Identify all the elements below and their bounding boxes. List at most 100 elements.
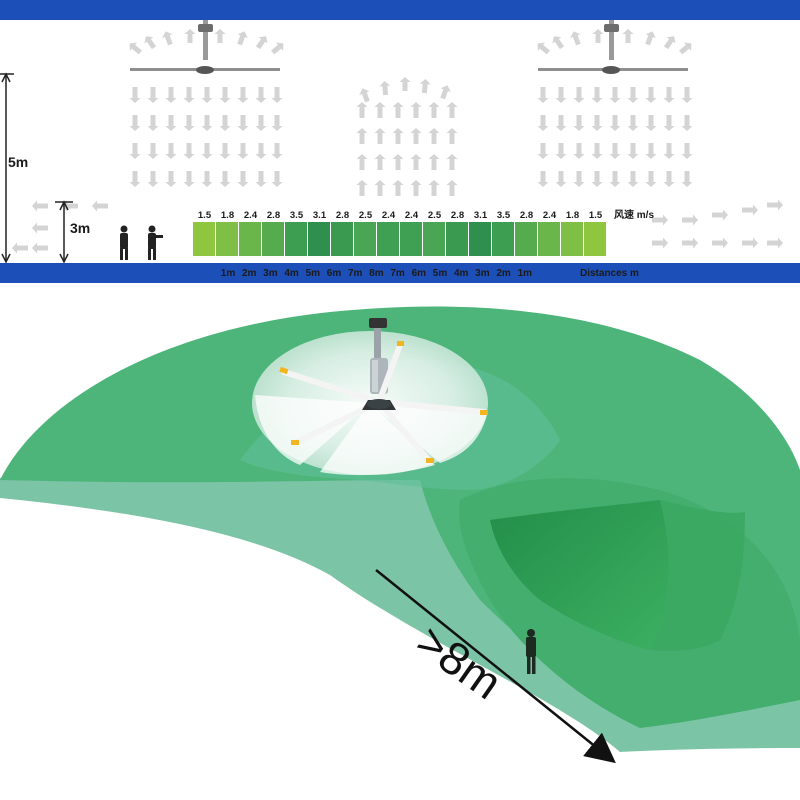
speed-cell <box>492 222 514 256</box>
speed-cell <box>377 222 399 256</box>
airflow-arrow <box>165 143 177 159</box>
airflow-arrow <box>681 115 693 131</box>
speed-value-label: 2.8 <box>451 210 464 221</box>
airflow-arrow <box>255 171 267 187</box>
airflow-arrow <box>682 214 698 226</box>
speed-cell <box>469 222 491 256</box>
airflow-arrow <box>663 143 675 159</box>
airflow-arrow <box>374 180 386 196</box>
airflow-arrow <box>652 214 668 226</box>
distance-value-label: 4m <box>454 268 469 279</box>
high-airflow-zone-outer <box>650 500 745 651</box>
airflow-arrow <box>591 87 603 103</box>
speed-cell <box>239 222 261 256</box>
airflow-arrow <box>627 171 639 187</box>
fan-shadow-sectors <box>255 395 487 476</box>
airflow-arrow <box>147 143 159 159</box>
airflow-arrow <box>356 180 368 196</box>
speed-value-label: 3.1 <box>474 210 488 221</box>
person-silhouette-standing <box>120 225 128 260</box>
airflow-arrow <box>237 115 249 131</box>
airflow-arrow <box>271 171 283 187</box>
height-3m-label: 3m <box>70 220 90 236</box>
airflow-arrow <box>410 102 422 118</box>
height-5m-label: 5m <box>8 154 28 170</box>
airflow-arrow <box>537 87 549 103</box>
airflow-arrow <box>392 154 404 170</box>
airflow-arrow <box>359 88 370 103</box>
speed-cell <box>515 222 537 256</box>
airflow-arrow <box>374 128 386 144</box>
airflow-arrow <box>237 171 249 187</box>
speed-value-label: 1.5 <box>198 210 212 221</box>
airflow-arrow <box>645 31 656 46</box>
airflow-arrow <box>165 171 177 187</box>
airflow-arrow <box>399 77 411 91</box>
airflow-arrow <box>428 154 440 170</box>
airflow-arrow <box>428 128 440 144</box>
airflow-arrow <box>183 143 195 159</box>
speed-value-label: 2.4 <box>382 210 396 221</box>
airflow-arrow <box>767 237 783 249</box>
airflow-arrow <box>183 115 195 131</box>
airflow-arrow <box>255 115 267 131</box>
airflow-arrow <box>32 242 48 254</box>
height-5m-marker: 5m <box>0 72 28 264</box>
speed-value-label: 2.4 <box>543 210 557 221</box>
airflow-arrow <box>537 42 550 55</box>
airflow-arrow <box>147 171 159 187</box>
airflow-arrow <box>440 85 451 100</box>
airflow-arrow <box>592 29 604 43</box>
airflow-arrow <box>742 237 758 249</box>
airflow-arrow <box>663 171 675 187</box>
distance-value-label: 3m <box>475 268 490 279</box>
airflow-arrow <box>129 42 142 55</box>
airflow-arrow <box>201 115 213 131</box>
airflow-arrow <box>374 154 386 170</box>
airflow-arrow <box>410 180 422 196</box>
airflow-arrow <box>184 29 196 43</box>
speed-cell <box>216 222 238 256</box>
airflow-arrow <box>356 102 368 118</box>
distance-value-label: 2m <box>496 268 511 279</box>
person-silhouette-far <box>526 629 536 674</box>
airflow-arrow <box>652 237 668 249</box>
airflow-arrow <box>663 36 676 50</box>
airflow-arrow <box>767 199 783 211</box>
airflow-arrow <box>573 87 585 103</box>
speed-value-label: 3.1 <box>313 210 327 221</box>
airflow-arrow <box>219 143 231 159</box>
speed-value-label: 1.5 <box>589 210 603 221</box>
distance-value-label: 7m <box>348 268 363 279</box>
airflow-arrow <box>555 171 567 187</box>
ceiling-fan-left <box>130 20 280 74</box>
airflow-arrow <box>237 143 249 159</box>
airflow-arrow <box>609 143 621 159</box>
airflow-arrow <box>682 237 698 249</box>
airflow-arrow <box>537 171 549 187</box>
airflow-arrow <box>144 36 157 50</box>
speed-cell <box>400 222 422 256</box>
airflow-arrow <box>570 31 581 46</box>
person-silhouette-pointing <box>148 225 163 260</box>
ceiling-bar <box>0 0 800 20</box>
speed-cell <box>354 222 376 256</box>
airflow-arrow <box>573 115 585 131</box>
airflow-arrow <box>419 79 431 94</box>
distance-value-label: 1m <box>518 268 533 279</box>
speed-cell <box>285 222 307 256</box>
airflow-arrow <box>379 81 391 96</box>
airflow-arrow <box>627 143 639 159</box>
airflow-arrow <box>129 143 141 159</box>
airflow-arrow <box>392 102 404 118</box>
airflow-arrow <box>201 171 213 187</box>
airflow-arrow <box>219 171 231 187</box>
airflow-arrow <box>555 87 567 103</box>
airflow-arrow <box>573 143 585 159</box>
airflow-arrow <box>255 143 267 159</box>
airflow-arrow <box>271 115 283 131</box>
speed-cell <box>331 222 353 256</box>
